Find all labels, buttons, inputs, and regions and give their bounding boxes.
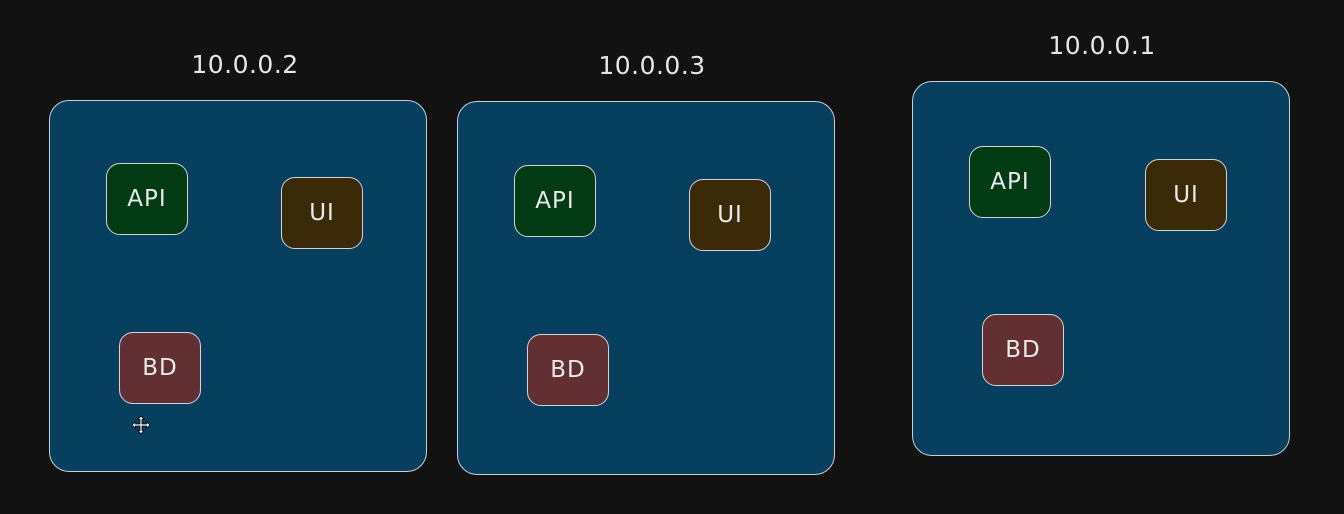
api-service-box[interactable]: API [969, 146, 1051, 218]
ui-service-box[interactable]: UI [689, 179, 771, 251]
host-box-1[interactable]: API UI BD [49, 100, 427, 472]
ui-service-box[interactable]: UI [281, 177, 363, 249]
api-service-box[interactable]: API [106, 163, 188, 235]
move-cursor-icon [131, 415, 151, 435]
host-box-3[interactable]: API UI BD [912, 81, 1290, 456]
bd-service-box[interactable]: BD [119, 332, 201, 404]
host-label-2: 10.0.0.3 [598, 51, 706, 80]
api-service-box[interactable]: API [514, 165, 596, 237]
bd-service-box[interactable]: BD [527, 334, 609, 406]
host-label-1: 10.0.0.2 [191, 50, 299, 79]
bd-service-box[interactable]: BD [982, 314, 1064, 386]
host-label-3: 10.0.0.1 [1048, 31, 1156, 60]
ui-service-box[interactable]: UI [1145, 159, 1227, 231]
host-box-2[interactable]: API UI BD [457, 101, 835, 475]
